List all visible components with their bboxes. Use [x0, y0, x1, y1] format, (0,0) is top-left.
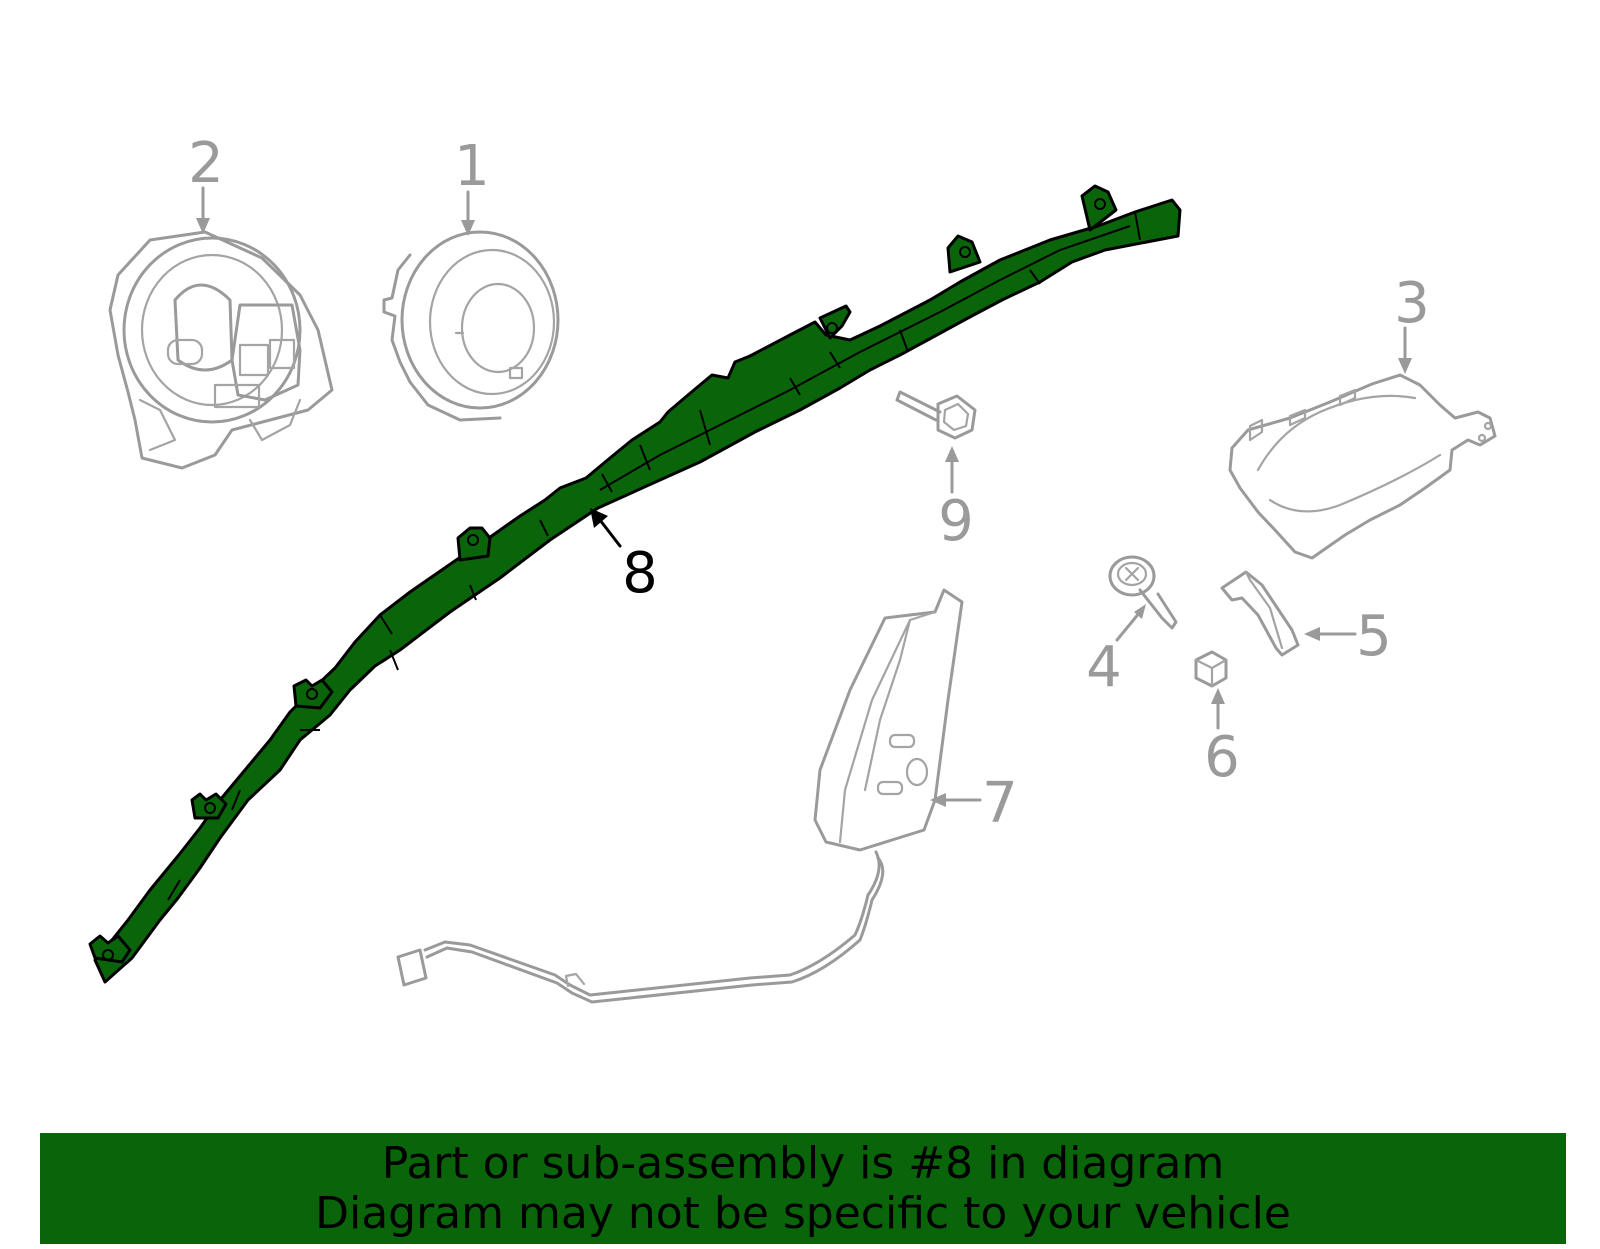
callout-6: 6: [1204, 725, 1240, 790]
part-9-bolt[interactable]: [895, 390, 977, 440]
part-6-nut[interactable]: [1194, 650, 1228, 688]
callout-4: 4: [1086, 635, 1122, 700]
callout-2: 2: [188, 131, 224, 196]
curtain-airbag-body: [93, 198, 1182, 984]
part-4-screw[interactable]: [1108, 555, 1178, 630]
banner-line-2: Diagram may not be specific to your vehi…: [315, 1187, 1291, 1239]
callout-3: 3: [1394, 271, 1430, 336]
part-7-side-airbag[interactable]: [396, 588, 964, 1004]
part-3-passenger-airbag[interactable]: [1228, 373, 1497, 560]
callout-arrows: [196, 186, 1412, 807]
part-5-bracket[interactable]: [1220, 570, 1300, 657]
part-2-clock-spring[interactable]: [108, 230, 334, 470]
info-banner: Part or sub-assembly is #8 in diagram Di…: [40, 1133, 1566, 1244]
banner-line-1: Part or sub-assembly is #8 in diagram: [381, 1137, 1225, 1189]
callout-9: 9: [938, 489, 974, 554]
callout-5: 5: [1356, 604, 1392, 669]
callout-8: 8: [622, 541, 658, 606]
part-1-driver-airbag[interactable]: [382, 230, 560, 422]
callout-7: 7: [982, 771, 1018, 836]
part-8-curtain-airbag[interactable]: [88, 184, 1182, 984]
callout-1: 1: [454, 134, 490, 199]
